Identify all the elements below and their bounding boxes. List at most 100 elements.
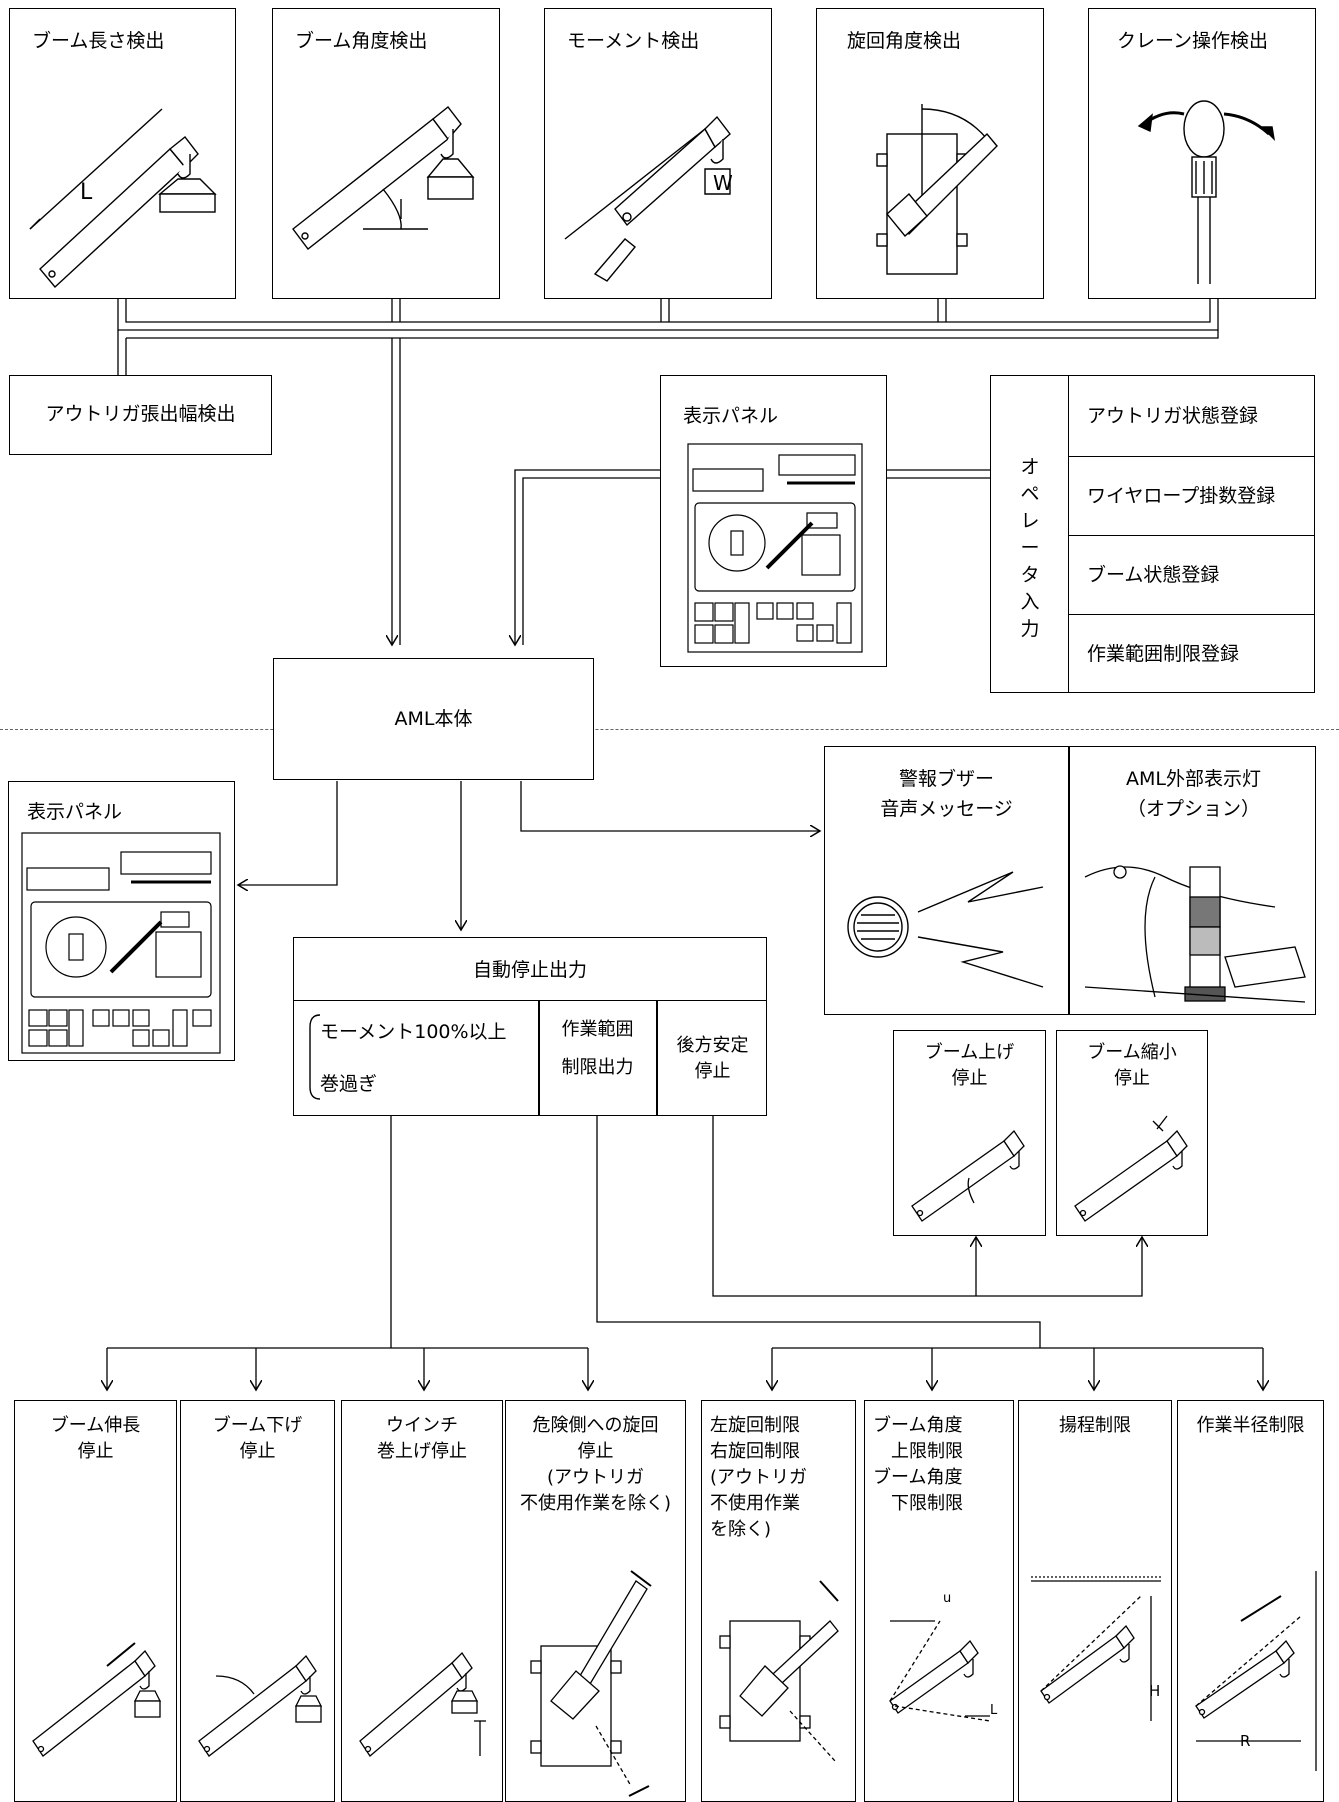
auto-stop-output: 自動停止出力 モーメント100%以上 巻過ぎ 作業範囲 制限出力 後方安定 停止	[293, 937, 767, 1116]
auto-stop-title: 自動停止出力	[472, 959, 587, 981]
output-label-line: ウインチ	[386, 1415, 458, 1436]
aml-main-unit: AML本体	[273, 658, 594, 780]
operator-input: オペレータ入力 アウトリガ状態登録 ワイヤロープ掛数登録 ブーム状態登録 作業範…	[990, 375, 1315, 693]
aml-main-label: AML本体	[394, 708, 473, 730]
output-label-line: を除く)	[710, 1519, 772, 1540]
output-boom-extend-stop: ブーム伸長 停止	[14, 1400, 177, 1802]
output-label-line1: ブーム縮小	[1087, 1042, 1177, 1063]
output-label-line: (アウトリガ	[546, 1467, 645, 1488]
operator-input-item-outrigger: アウトリガ状態登録	[1069, 376, 1314, 457]
sensor-boom-angle: ブーム角度検出	[272, 8, 500, 299]
moment-illustration	[564, 115, 731, 282]
swing-range-illustration	[719, 1580, 839, 1762]
sensor-swing-angle-label: 旋回角度検出	[847, 30, 962, 52]
boom-raise-illustration	[911, 1129, 1025, 1222]
external-lamp-label-line1: AML外部表示灯	[1126, 768, 1261, 790]
output-label-line: 右旋回制限	[710, 1441, 800, 1462]
auto-stop-work-range-1: 作業範囲	[561, 1019, 634, 1040]
output-boom-retract-stop: ブーム縮小 停止	[1056, 1030, 1208, 1236]
boom-angle-illustration	[292, 106, 475, 250]
operator-input-title: オペレータ入力	[1020, 456, 1040, 640]
auto-stop-rear-1: 後方安定	[676, 1035, 749, 1056]
sensor-moment-label: モーメント検出	[567, 30, 700, 52]
joystick-illustration	[1137, 100, 1276, 284]
external-lamp-label-line2: （オプション）	[1126, 798, 1260, 820]
display-panel-left: 表示パネル	[8, 781, 235, 1061]
sensor-moment: モーメント検出 W	[544, 8, 772, 299]
output-label-line: 危険側への旋回	[532, 1415, 659, 1436]
alarm-lamp-group: 警報ブザー 音声メッセージ AML外部表示灯 （オプション）	[824, 746, 1316, 1015]
auto-stop-header: 自動停止出力	[294, 938, 766, 1001]
output-label-line: 揚程制限	[1059, 1415, 1131, 1436]
output-label-line1: ブーム上げ	[924, 1042, 1015, 1063]
weight-mark: W	[713, 171, 733, 195]
radius-mark: R	[1240, 1732, 1251, 1750]
auto-stop-rear-2: 停止	[694, 1061, 731, 1082]
output-label-line: ブーム伸長	[50, 1415, 141, 1436]
output-label-line: ブーム下げ	[212, 1415, 303, 1436]
operator-input-item-label: アウトリガ状態登録	[1087, 405, 1259, 427]
operator-input-item-label: ブーム状態登録	[1087, 564, 1220, 586]
lower-mark: L	[990, 1703, 998, 1718]
boom-extend-illustration	[32, 1642, 162, 1757]
output-work-radius-limit: 作業半径制限 R	[1177, 1400, 1324, 1802]
output-danger-side-swing-stop: 危険側への旋回 停止 (アウトリガ 不使用作業を除く)	[505, 1400, 686, 1802]
output-label-line2: 停止	[951, 1068, 988, 1089]
alarm-label-line2: 音声メッセージ	[880, 798, 1013, 820]
boom-retract-illustration	[1074, 1115, 1188, 1222]
output-lift-height-limit: 揚程制限 H	[1018, 1400, 1172, 1802]
display-panel-illustration	[21, 832, 221, 1054]
lift-height-illustration	[1031, 1576, 1161, 1721]
separator-dashed-line	[0, 729, 1339, 730]
output-label-line2: 停止	[1114, 1068, 1150, 1089]
swing-angle-illustration	[876, 104, 998, 275]
output-winch-hoist-stop: ウインチ 巻上げ停止	[341, 1400, 503, 1802]
output-label-line: 上限制限	[873, 1441, 963, 1462]
display-panel-top-title: 表示パネル	[683, 405, 779, 427]
sensor-boom-length: ブーム長さ検出 L	[9, 8, 236, 299]
auto-stop-work-range-2: 制限出力	[561, 1057, 634, 1078]
operator-input-item-label: ワイヤロープ掛数登録	[1087, 485, 1276, 507]
alarm-label-line1: 警報ブザー	[898, 768, 994, 790]
output-label-line: 停止	[577, 1441, 614, 1462]
output-label-line: 巻上げ停止	[377, 1441, 467, 1462]
boom-length-illustration	[29, 108, 217, 289]
output-left-right-swing-limit: 左旋回制限 右旋回制限 (アウトリガ 不使用作業 を除く)	[701, 1400, 856, 1802]
output-label-line: 停止	[77, 1441, 114, 1462]
output-label-line: 下限制限	[873, 1493, 963, 1514]
display-panel-left-title: 表示パネル	[27, 801, 123, 823]
sensor-boom-length-label: ブーム長さ検出	[32, 30, 165, 52]
output-label-line: 作業半径制限	[1196, 1415, 1305, 1436]
operator-input-item-wire-rope: ワイヤロープ掛数登録	[1069, 456, 1314, 536]
output-label-line: (アウトリガ	[710, 1467, 808, 1488]
swing-limit-illustration	[530, 1570, 652, 1797]
sensor-boom-angle-label: ブーム角度検出	[295, 30, 428, 52]
sensor-outrigger-width: アウトリガ張出幅検出	[9, 375, 272, 455]
output-boom-lower-stop: ブーム下げ 停止	[180, 1400, 335, 1802]
output-label-line: 不使用作業を除く)	[519, 1493, 672, 1514]
work-radius-illustration	[1195, 1571, 1317, 1771]
output-boom-angle-limit: ブーム角度 上限制限 ブーム角度 下限制限 u L	[864, 1400, 1014, 1802]
output-label-line: ブーム角度	[873, 1467, 963, 1488]
length-mark: L	[80, 180, 93, 205]
output-label-line: ブーム角度	[873, 1415, 963, 1436]
display-panel-top: 表示パネル	[660, 375, 887, 667]
sensor-swing-angle: 旋回角度検出	[816, 8, 1044, 299]
winch-illustration	[359, 1651, 486, 1757]
bracket-shape	[309, 1014, 321, 1100]
buzzer-illustration	[847, 871, 1044, 988]
operator-input-title-column: オペレータ入力	[991, 376, 1069, 692]
boom-lower-illustration	[198, 1654, 323, 1757]
output-label-line: 停止	[239, 1441, 276, 1462]
auto-stop-moment: モーメント100%以上	[320, 1021, 507, 1043]
sensor-crane-operation: クレーン操作検出	[1088, 8, 1316, 299]
output-boom-raise-stop: ブーム上げ 停止	[893, 1030, 1046, 1236]
operator-input-item-boom-state: ブーム状態登録	[1069, 535, 1314, 615]
sensor-crane-operation-label: クレーン操作検出	[1117, 30, 1269, 52]
display-panel-illustration	[687, 443, 863, 653]
auto-stop-overwind: 巻過ぎ	[320, 1073, 378, 1095]
output-label-line: 不使用作業	[710, 1493, 800, 1514]
boom-angle-limit-illustration	[889, 1620, 991, 1722]
operator-input-item-label: 作業範囲制限登録	[1087, 643, 1240, 665]
